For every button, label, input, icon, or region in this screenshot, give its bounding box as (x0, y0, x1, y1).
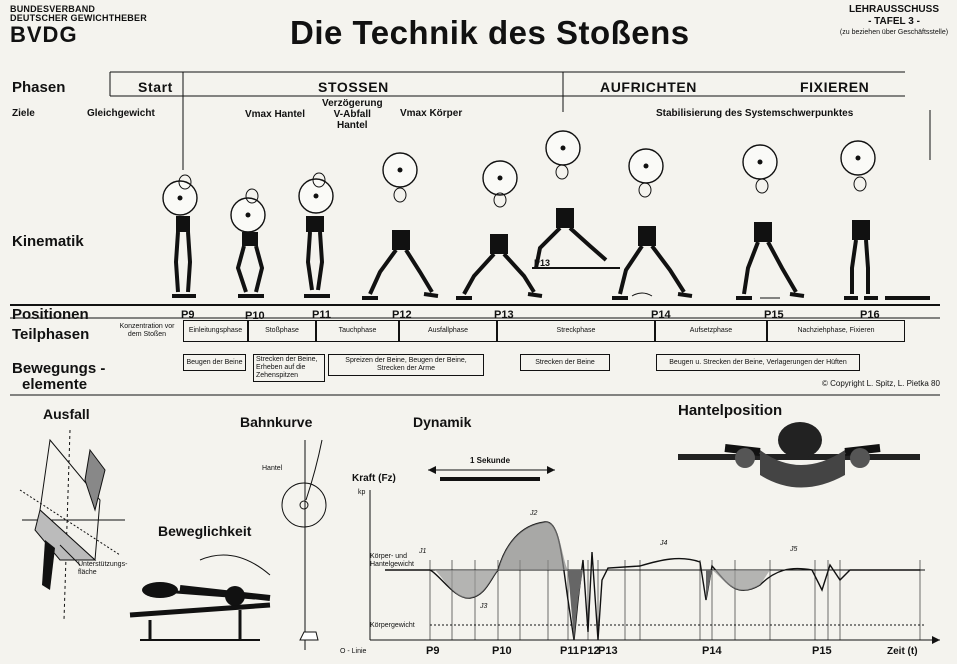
ausfall-flaeche-2: fläche (78, 569, 97, 576)
dynamik-p10: P10 (492, 645, 512, 657)
corner-line-3: (zu beziehen über Geschäftsstelle) (839, 29, 949, 36)
teilphase-streck: Streckphase (497, 320, 655, 342)
phase-stossen: STOSSEN (318, 79, 389, 95)
section-ausfall: Ausfall (43, 406, 90, 422)
dynamik-p14: P14 (702, 645, 722, 657)
lifter-figure-p12 (362, 152, 439, 300)
copyright: © Copyright L. Spitz, L. Pietka 80 (822, 379, 940, 388)
lifter-figure-p16 (840, 140, 878, 300)
dynamik-koerpergewicht: Körpergewicht (370, 622, 415, 629)
row-label-positionen: Positionen (12, 306, 89, 323)
row-label-ziele: Ziele (12, 108, 35, 119)
phase-fixieren: FIXIEREN (800, 79, 870, 95)
teilphase-stoss: Stoßphase (248, 320, 316, 342)
dynamik-o-linie: O - Linie (340, 648, 367, 655)
lifter-figure-recover (612, 148, 693, 300)
goal-vmax-koerper: Vmax Körper (400, 108, 463, 119)
dynamik-koerper-hantel-2: Hantelgewicht (370, 561, 414, 568)
element-spreizen: Spreizen der Beine, Beugen der Beine, St… (328, 354, 484, 376)
lifter-figure-p11 (298, 172, 334, 298)
dynamik-p15: P15 (812, 645, 832, 657)
position-p10: P10 (245, 310, 265, 322)
teilphase-nachzieh: Nachziehphase, Fixieren (767, 320, 905, 342)
lifter-figure-p15 (736, 144, 805, 300)
corner-line-2: - TAFEL 3 - (868, 16, 920, 27)
position-p11: P11 (312, 309, 331, 321)
page-title: Die Technik des Stoßens (290, 14, 690, 51)
dynamik-j2: J2 (530, 510, 538, 517)
goal-verz-1: Verzögerung (322, 98, 383, 109)
corner-line-1: LEHRAUSSCHUSS (848, 4, 939, 15)
dynamik-koerper-hantel-1: Körper- und (370, 553, 407, 560)
row-label-phasen: Phasen (12, 79, 66, 96)
position-p9: P9 (181, 309, 195, 321)
row-label-bewegung-2: elemente (22, 376, 88, 393)
phase-aufrichten: AUFRICHTEN (600, 79, 697, 95)
position-p16: P16 (860, 309, 880, 321)
section-dynamik: Dynamik (413, 414, 472, 430)
org-abbr: BVDG (10, 22, 78, 47)
position-p12: P12 (392, 309, 412, 321)
dynamik-sekunde: 1 Sekunde (470, 456, 511, 465)
element-strecken: Strecken der Beine (520, 354, 610, 371)
section-bahnkurve: Bahnkurve (240, 414, 313, 430)
dynamik-kraft: Kraft (Fz) (352, 473, 396, 484)
dynamik-koerper-hantel: Körper- und Hantelgewicht (370, 553, 414, 569)
lifter-figure-split (532, 130, 620, 269)
position-p13: P13 (494, 309, 514, 321)
phase-start: Start (138, 79, 173, 95)
teilphase-aufsetz: Aufsetzphase (655, 320, 767, 342)
dynamik-p9: P9 (426, 645, 440, 657)
goal-stabilisierung: Stabilisierung des Systemschwerpunktes (656, 108, 854, 119)
org-line-2: DEUTSCHER GEWICHTHEBER (10, 13, 147, 23)
position-p15: P15 (764, 309, 784, 321)
dynamik-zeit: Zeit (t) (887, 646, 918, 657)
teilphase-einleitung: Einleitungsphase (183, 320, 248, 342)
row-label-bewegung-1: Bewegungs - (12, 360, 106, 377)
dynamik-p12: P12 (580, 645, 600, 657)
goal-gleichgewicht: Gleichgewicht (87, 108, 155, 119)
element-strecken-erheben: Strecken der Beine, Erheben auf die Zehe… (253, 354, 325, 382)
dynamik-p13: P13 (598, 645, 618, 657)
ausfall-flaeche-1: Unterstützungs- (78, 561, 128, 568)
position-p14: P14 (651, 309, 671, 321)
section-beweglichkeit: Beweglichkeit (158, 523, 252, 539)
dynamik-j3: J3 (480, 603, 488, 610)
element-beugen: Beugen der Beine (183, 354, 246, 371)
goal-verzoegerung: Verzögerung V-Abfall Hantel (322, 98, 383, 131)
ausfall-flaeche: Unterstützungs- fläche (78, 561, 127, 577)
bahnkurve-hantel: Hantel (262, 465, 283, 472)
dynamik-kp: kp (358, 489, 366, 496)
dynamik-j4: J4 (660, 540, 668, 547)
lifter-figure-p13 (456, 160, 543, 300)
section-hantelposition: Hantelposition (678, 402, 783, 419)
goal-verz-2: V-Abfall (333, 109, 371, 120)
element-beugen-strecken: Beugen u. Strecken der Beine, Verlagerun… (656, 354, 860, 371)
goal-vmax-hantel: Vmax Hantel (245, 109, 306, 120)
dynamik-j5: J5 (790, 546, 798, 553)
lifter-figure-p10 (230, 188, 266, 298)
dynamik-j1: J1 (419, 548, 427, 555)
lifter-figure-p9 (162, 174, 198, 298)
goal-verz-3: Hantel (337, 120, 368, 131)
row-label-teilphasen: Teilphasen (12, 326, 90, 343)
dynamik-p11: P11 (560, 645, 579, 657)
teilphase-konzentration: Konzentration vor dem Stoßen (112, 320, 182, 342)
teilphase-ausfall: Ausfallphase (399, 320, 497, 342)
corner-info: LEHRAUSSCHUSS - TAFEL 3 - (zu beziehen ü… (838, 4, 950, 37)
teilphase-tauch: Tauchphase (316, 320, 399, 342)
org-line-1: BUNDESVERBAND (10, 4, 96, 14)
kinematik-label-p13: P13 (534, 258, 551, 268)
row-label-kinematik: Kinematik (12, 233, 84, 250)
